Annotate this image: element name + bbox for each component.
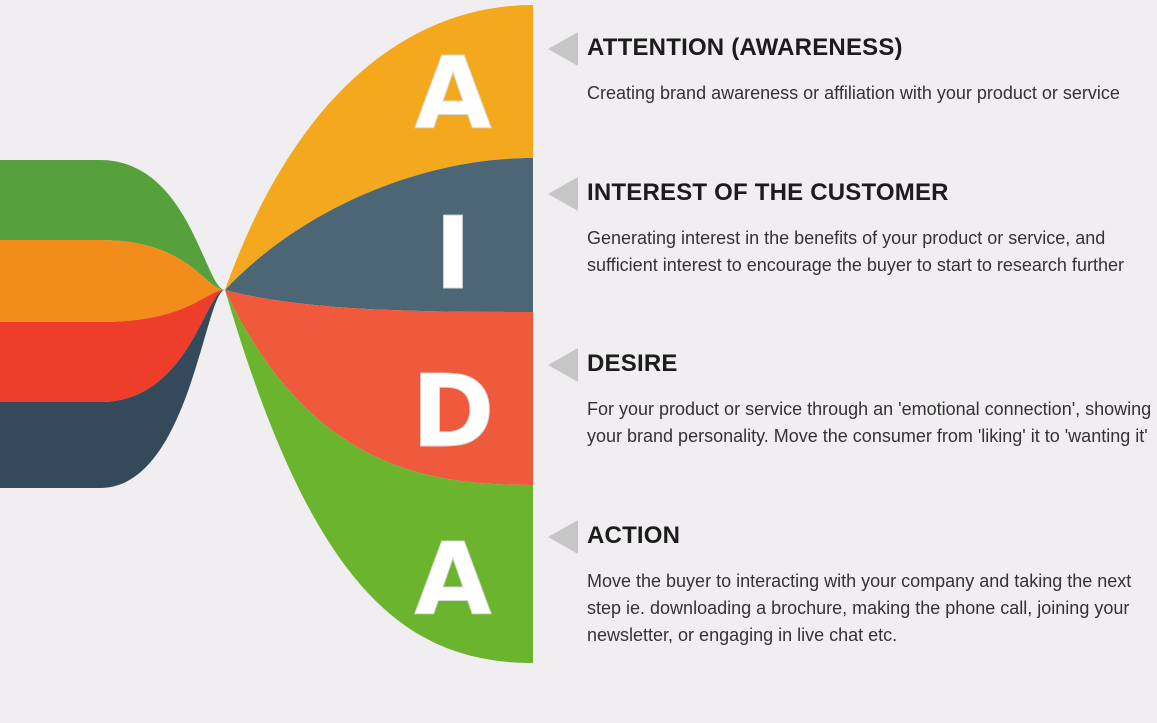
letter-a-attention: A <box>414 35 491 152</box>
left-ribbon-orange <box>0 240 225 322</box>
step-heading: DESIRE <box>587 350 678 377</box>
letter-d-desire: D <box>411 353 494 470</box>
letter-i-interest: I <box>434 195 471 312</box>
ribbon-attention <box>225 5 533 290</box>
step-heading: INTEREST OF THE CUSTOMER <box>587 179 949 206</box>
step-heading: ACTION <box>587 522 681 549</box>
ribbon-interest <box>225 158 533 312</box>
pointer-arrow-icon <box>548 348 578 382</box>
left-ribbon-green <box>0 160 225 290</box>
pointer-arrow-icon <box>548 32 578 66</box>
pointer-arrow-icon <box>548 520 578 554</box>
step-description: For your product or service through an '… <box>587 399 1152 446</box>
pointer-arrow-icon <box>548 177 578 211</box>
step-description: Generating interest in the benefits of y… <box>587 228 1124 275</box>
step-heading: ATTENTION (AWARENESS) <box>587 34 903 61</box>
step-description: Move the buyer to interacting with your … <box>587 571 1132 645</box>
ribbon-desire <box>225 290 533 485</box>
letter-a-action: A <box>414 521 491 638</box>
left-ribbon-red <box>0 290 225 402</box>
step-description: Creating brand awareness or affiliation … <box>587 83 1120 103</box>
ribbon-action <box>225 290 533 663</box>
left-ribbon-navy <box>0 290 225 488</box>
